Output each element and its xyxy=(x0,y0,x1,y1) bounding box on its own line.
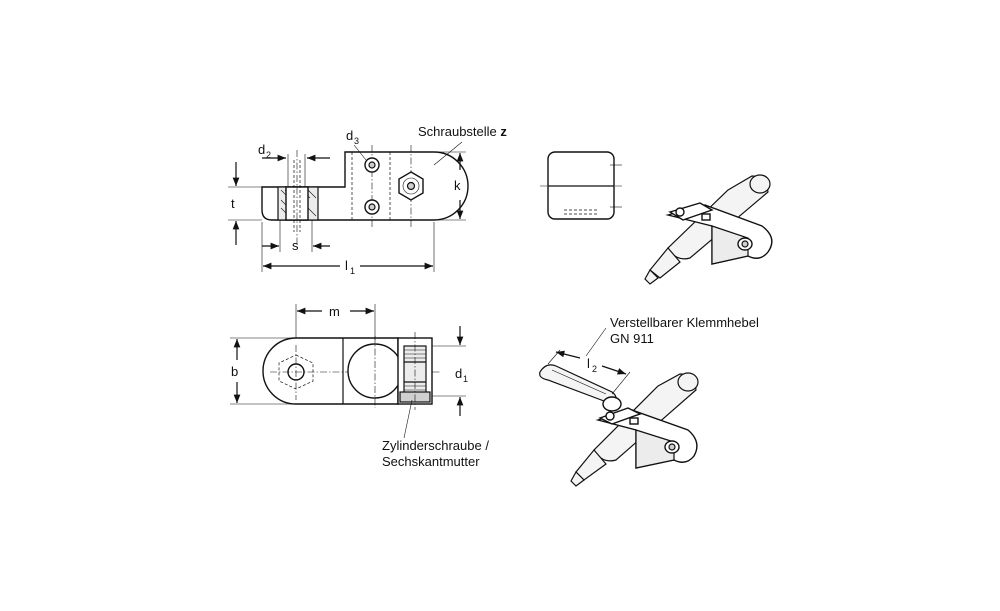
t-label: t xyxy=(231,196,235,211)
d3-label: d xyxy=(346,128,353,143)
lever-label-line1: Verstellbarer Klemmhebel xyxy=(610,315,759,330)
end-view xyxy=(540,151,622,220)
screw-nut-label-line1: Zylinderschraube / xyxy=(382,438,489,453)
d2-subscript: 2 xyxy=(266,150,271,160)
k-label: k xyxy=(454,178,461,193)
s-label: s xyxy=(292,238,299,253)
iso-view-lower xyxy=(539,327,699,487)
l1-subscript: 1 xyxy=(350,266,355,276)
side-view xyxy=(228,141,469,272)
l2-label: l xyxy=(587,356,590,371)
top-view xyxy=(230,304,466,439)
screw-nut-label-line2: Sechskantmutter xyxy=(382,454,480,469)
d1-label: d xyxy=(455,366,462,381)
screw-point-label: Schraubstelle z xyxy=(418,124,507,139)
l2-subscript: 2 xyxy=(592,364,597,374)
iso-view-upper xyxy=(644,174,773,285)
d3-subscript: 3 xyxy=(354,136,359,146)
lever-label-line2: GN 911 xyxy=(610,331,654,346)
d2-label: d xyxy=(258,142,265,157)
b-label: b xyxy=(231,364,238,379)
d1-subscript: 1 xyxy=(463,374,468,384)
m-label: m xyxy=(329,304,340,319)
l1-label: l xyxy=(345,258,348,273)
